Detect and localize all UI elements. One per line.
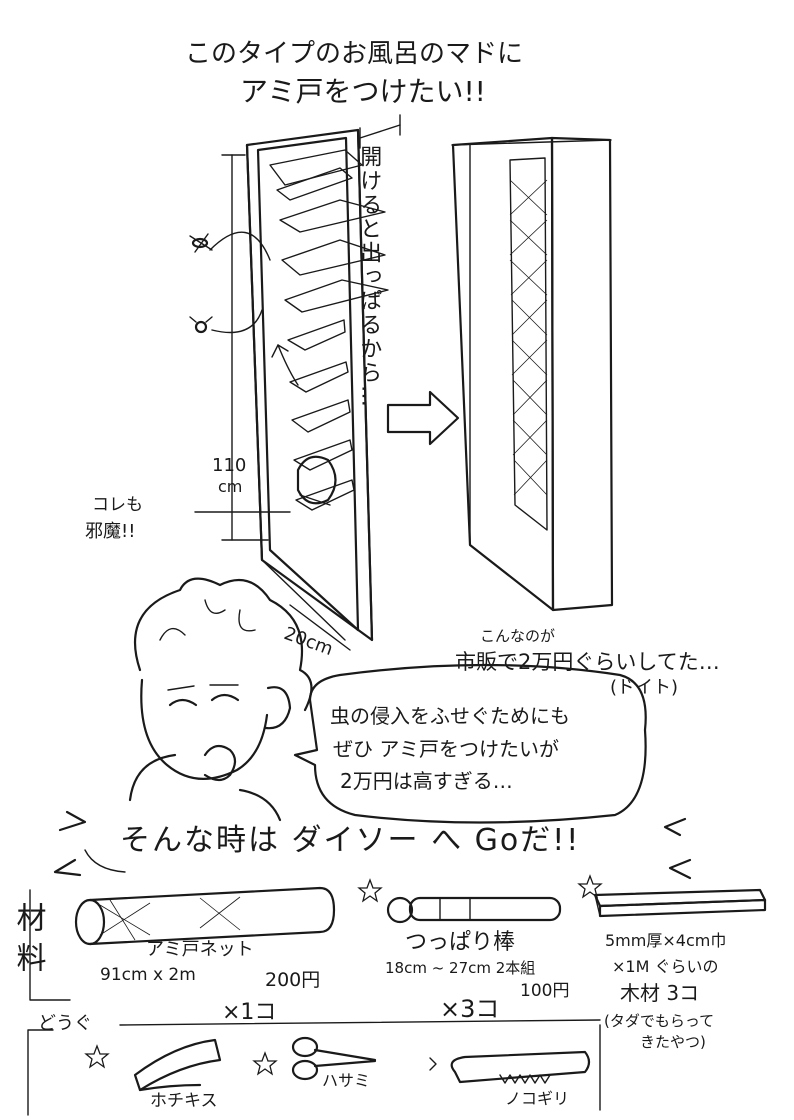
louvre-window (189, 114, 401, 651)
speech-line-2: ぜひ アミ戸をつけたいが (333, 737, 559, 761)
character-thinking (128, 577, 313, 822)
headline: そんな時は ダイソー へ Goだ!! (120, 823, 581, 858)
obstacle-note-1: コレも (92, 495, 143, 515)
height-value: 110 (212, 455, 247, 476)
stapler-icon (133, 1038, 222, 1092)
star-icon (84, 874, 603, 1076)
saw-icon (429, 1050, 591, 1084)
screen-window (451, 136, 614, 612)
headline-burst (53, 810, 692, 880)
wood-spec: ×1M ぐらいの (612, 957, 719, 976)
rod-name: つっぱり棒 (405, 930, 516, 955)
speech-line-1: 虫の侵入をふせぐためにも (330, 704, 570, 728)
scissors-name: ハサミ (322, 1071, 371, 1090)
rod-qty: ×3コ (440, 995, 500, 1023)
title-line-1: このタイプのお風呂のマドに (185, 39, 524, 69)
wood-spec-2: 木材 3コ (620, 981, 700, 1005)
materials-label: 材料 (10, 902, 46, 982)
wood-qty: きたやつ) (640, 1033, 706, 1051)
tools-label: どうぐ (38, 1013, 92, 1034)
tools-section (27, 1024, 601, 1116)
store-note-1: こんなのが (480, 627, 556, 645)
net-price: 200円 (265, 969, 321, 991)
tension-rod (386, 896, 562, 924)
louvre-slats (269, 149, 389, 511)
net-spec: 91cm x 2m (100, 965, 196, 985)
net-name: アミ戸ネット (146, 939, 254, 960)
store-note-3: (ドイト) (610, 677, 679, 698)
rod-spec: 18cm ~ 27cm 2本組 (385, 959, 536, 977)
opens-out-note: 開けると出っぱるから… (356, 145, 382, 409)
stapler-name: ホチキス (150, 1091, 218, 1111)
title-line-2: アミ戸をつけたい!! (240, 75, 486, 108)
speech-line-3: 2万円は高すぎる… (340, 769, 513, 793)
scissors-icon (291, 1036, 377, 1081)
rod-price: 100円 (520, 981, 570, 1001)
height-unit: cm (218, 477, 243, 496)
wood-price: (タダでもらって (604, 1012, 715, 1030)
wood-name: 5mm厚×4cm巾 (605, 931, 727, 950)
wood-plank (593, 888, 767, 918)
saw-name: ノコギリ (505, 1089, 570, 1108)
obstacle-note-2: 邪魔!! (85, 521, 136, 542)
fly-icon (189, 316, 213, 334)
net-roll (74, 886, 336, 946)
speech-bubble (293, 663, 647, 824)
mosquito-icon (189, 233, 213, 253)
arrow-right-icon (386, 390, 460, 446)
store-note-2: 市販で2万円ぐらいしてた… (455, 650, 720, 674)
materials-section (29, 874, 767, 1076)
net-qty: ×1コ (222, 1000, 277, 1025)
